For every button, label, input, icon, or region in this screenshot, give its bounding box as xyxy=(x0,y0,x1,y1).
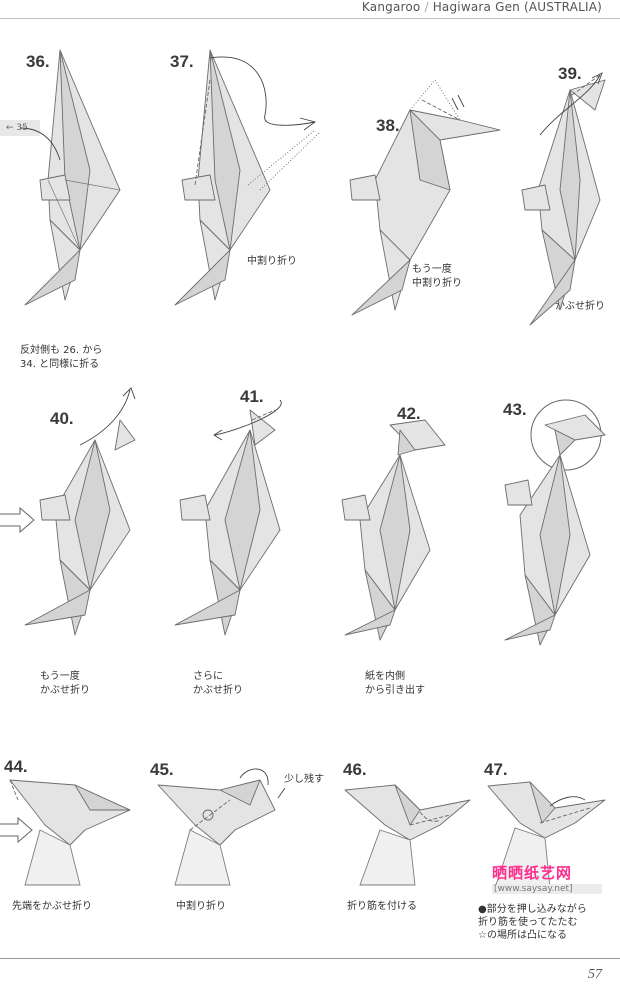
step-42-diagram xyxy=(341,419,446,641)
step-41-caption: さらに かぶせ折り xyxy=(193,671,243,696)
step-45-callout: 少し残す xyxy=(284,774,324,785)
step-37-caption: 中割り折り xyxy=(247,256,297,267)
step-number-45: 45. xyxy=(150,760,174,779)
step-39-caption: かぶせ折り xyxy=(555,301,605,312)
header-model-name: Kangaroo xyxy=(361,0,421,14)
step-number-44: 44. xyxy=(4,757,28,776)
watermark: 晒晒纸艺网 [www.saysay.net] xyxy=(492,862,602,894)
step-38-caption: もう一度 中割り折り xyxy=(412,264,462,289)
step-40-diagram xyxy=(0,387,136,636)
step-number-37: 37. xyxy=(170,52,194,71)
step-number-47: 47. xyxy=(484,760,508,779)
step-47-diagram xyxy=(487,781,606,889)
step-39-diagram xyxy=(521,72,606,326)
header-separator: / xyxy=(424,0,429,14)
step-46-diagram xyxy=(344,784,471,886)
footer-rule xyxy=(0,958,620,959)
step-45-caption: 中割り折り xyxy=(176,901,226,912)
step-36-caption: 反対側も 26. から 34. と同様に折る xyxy=(20,345,103,370)
step-40-caption: もう一度 かぶせ折り xyxy=(40,671,90,696)
step-44-diagram xyxy=(0,779,131,886)
header-author: Hagiwara Gen (AUSTRALIA) xyxy=(432,0,602,14)
step-number-41: 41. xyxy=(240,387,264,406)
header-rule xyxy=(0,18,620,19)
watermark-url: [www.saysay.net] xyxy=(492,884,602,894)
step-number-40: 40. xyxy=(50,409,74,428)
step-47-note: ●部分を押し込みながら 折り筋を使ってたたむ ☆の場所は凸になる xyxy=(478,904,587,941)
step-45-diagram xyxy=(157,768,286,886)
watermark-title: 晒晒纸艺网 xyxy=(492,864,573,882)
step-number-39: 39. xyxy=(558,64,582,83)
step-46-caption: 折り筋を付ける xyxy=(347,901,417,912)
step-number-43: 43. xyxy=(503,400,527,419)
step-41-diagram xyxy=(174,399,282,636)
step-number-38: 38. xyxy=(376,116,400,135)
step-42-caption: 紙を内側 から引き出す xyxy=(365,671,425,696)
step-number-36: 36. xyxy=(26,52,50,71)
page-number: 57 xyxy=(588,967,602,982)
step-38-diagram xyxy=(349,79,501,316)
step-37-diagram xyxy=(174,49,321,306)
step-number-46: 46. xyxy=(343,760,367,779)
step-43-diagram xyxy=(504,399,606,646)
page-header: Kangaroo/Hagiwara Gen (AUSTRALIA) xyxy=(362,0,602,14)
step-36-diagram xyxy=(19,49,121,306)
step-number-42: 42. xyxy=(397,404,421,423)
step-44-caption: 先端をかぶせ折り xyxy=(12,901,92,912)
